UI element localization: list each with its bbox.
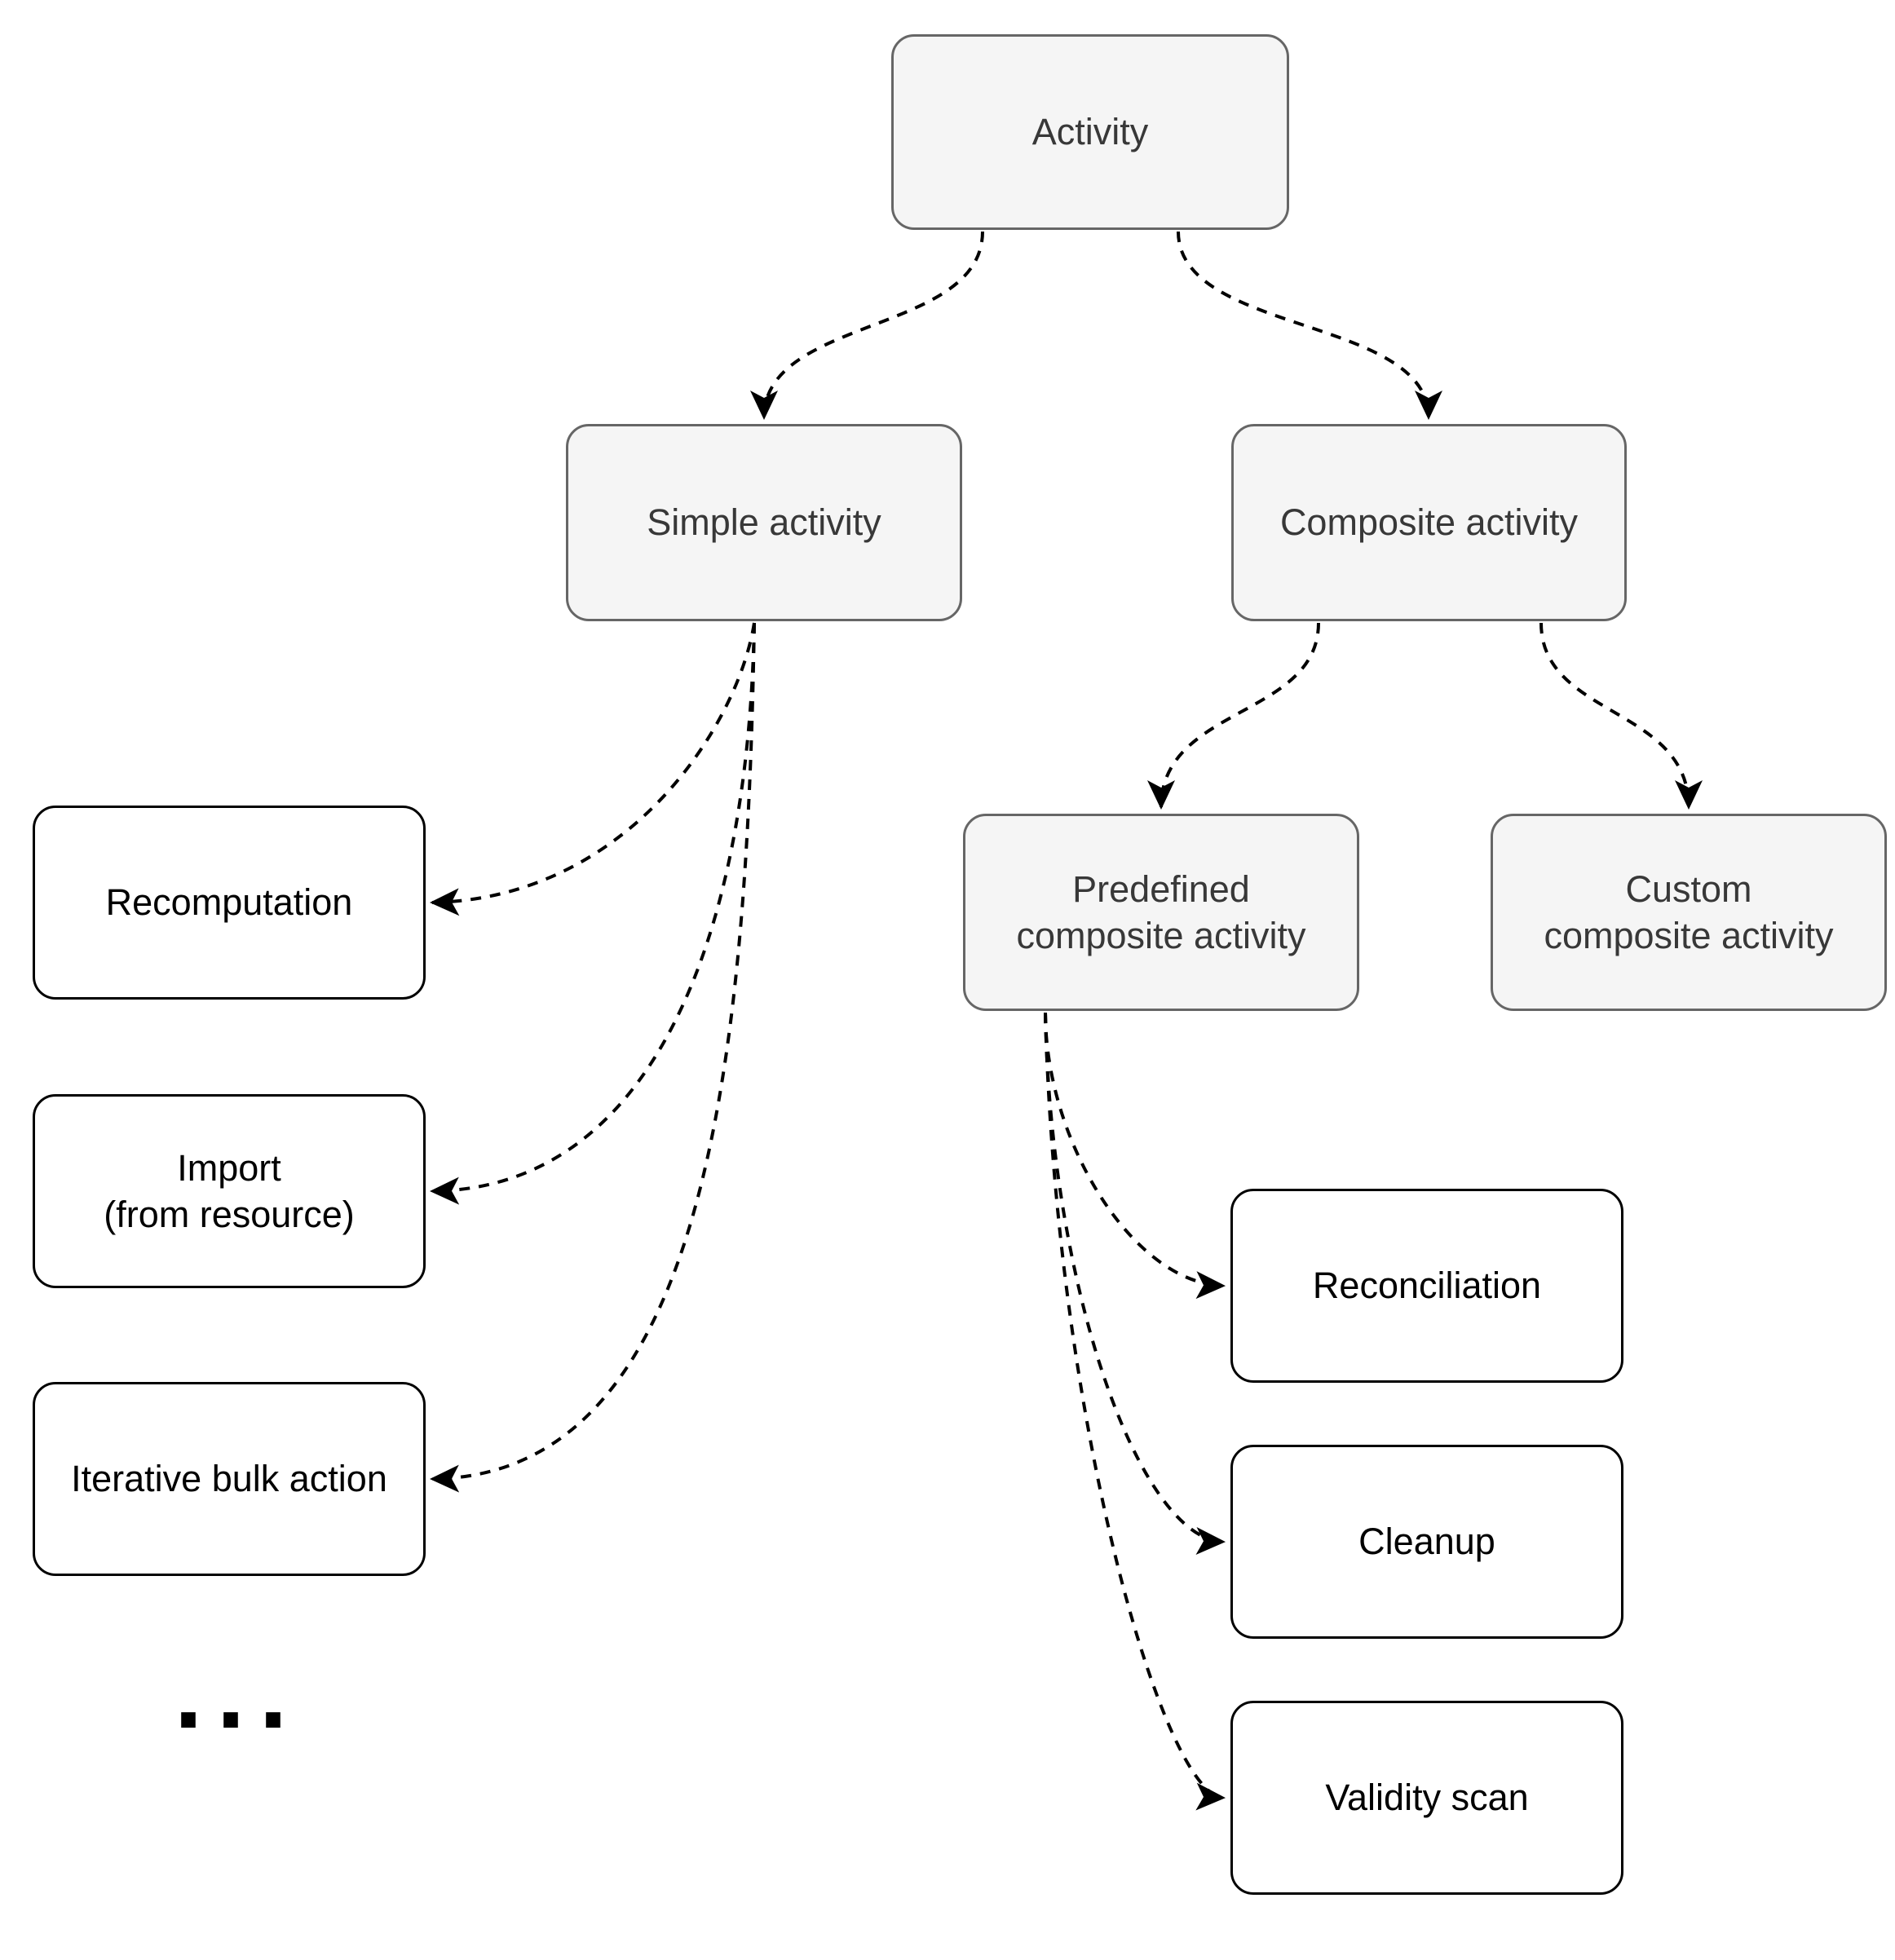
- more-simple-activities-ellipsis: ...: [173, 1652, 300, 1747]
- node-cleanup-label: Cleanup: [1358, 1521, 1495, 1563]
- node-predefined-composite-activity: Predefined composite activity: [963, 814, 1359, 1011]
- edge-composite-to-predefined: [1147, 622, 1320, 810]
- node-simple-activity-label: Simple activity: [647, 501, 881, 544]
- node-composite-activity-label: Composite activity: [1279, 501, 1579, 544]
- node-composite-activity: Composite activity: [1231, 424, 1627, 621]
- node-iterative-bulk-action: Iterative bulk action: [33, 1382, 426, 1576]
- node-custom-composite-activity: Custom composite activity: [1491, 814, 1887, 1011]
- edge-simple-to-iterative-bulk-action: [430, 622, 756, 1493]
- edge-composite-to-custom: [1539, 622, 1703, 810]
- node-reconciliation: Reconciliation: [1230, 1189, 1623, 1383]
- edge-activity-to-composite-activity: [1177, 231, 1442, 420]
- edge-activity-to-simple-activity: [750, 231, 984, 420]
- node-predefined-composite-activity-label: Predefined composite activity: [1016, 867, 1306, 956]
- node-validity-scan: Validity scan: [1230, 1701, 1623, 1895]
- node-import-from-resource-label: Import (from resource): [104, 1146, 355, 1235]
- node-activity: Activity: [891, 34, 1289, 230]
- edge-predefined-to-reconciliation: [1044, 1012, 1226, 1300]
- node-recomputation: Recomputation: [33, 806, 426, 1000]
- edge-predefined-to-validity-scan: [1044, 1012, 1226, 1811]
- node-reconciliation-label: Reconciliation: [1312, 1265, 1542, 1307]
- node-activity-label: Activity: [1031, 111, 1149, 153]
- node-validity-scan-label: Validity scan: [1325, 1777, 1529, 1819]
- node-simple-activity: Simple activity: [566, 424, 962, 621]
- node-custom-composite-activity-label: Custom composite activity: [1544, 867, 1834, 956]
- node-recomputation-label: Recomputation: [105, 881, 353, 924]
- node-iterative-bulk-action-label: Iterative bulk action: [71, 1458, 387, 1500]
- node-cleanup: Cleanup: [1230, 1445, 1623, 1639]
- edge-simple-to-recomputation: [430, 622, 756, 916]
- node-import-from-resource: Import (from resource): [33, 1094, 426, 1288]
- edge-simple-to-import: [430, 622, 756, 1205]
- edge-predefined-to-cleanup: [1044, 1012, 1226, 1555]
